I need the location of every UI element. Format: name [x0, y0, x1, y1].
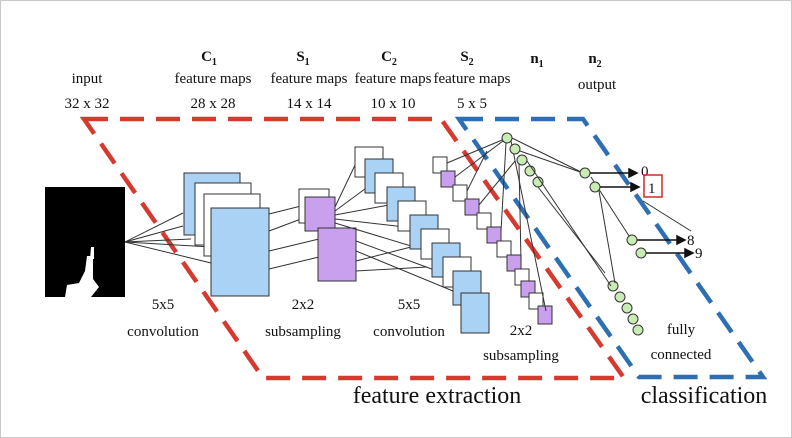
- c1-title: C1: [201, 49, 217, 68]
- s1-maps: [298, 188, 357, 282]
- output-digit-0: 0: [641, 164, 649, 180]
- sub1-kernel: 2x2: [292, 297, 315, 313]
- fc-line1: fully: [667, 322, 696, 338]
- s1-size: 14 x 14: [287, 96, 333, 112]
- n1-to-n2-lines: [511, 137, 692, 287]
- sub2-kernel: 2x2: [510, 323, 533, 339]
- n1-title: n1: [530, 51, 543, 70]
- c2-title: C2: [381, 49, 397, 68]
- feature-extraction-region: [79, 116, 629, 381]
- conv2-name: convolution: [373, 324, 445, 340]
- input-size: 32 x 32: [65, 96, 110, 112]
- predicted-output-highlight: [643, 174, 663, 198]
- s2-title: S2: [460, 49, 473, 68]
- conv1-name: convolution: [127, 324, 199, 340]
- classification-title: classification: [641, 383, 768, 409]
- c2-maps: [354, 146, 490, 334]
- input-label: input: [72, 71, 104, 87]
- fc-line2: connected: [651, 347, 712, 363]
- input-to-c1-lines: [124, 212, 212, 264]
- output-arrows: [590, 167, 695, 259]
- output-digit-9: 9: [695, 246, 703, 262]
- input-image: [45, 187, 125, 297]
- c2-name: feature maps: [354, 71, 431, 87]
- output-digit-1: 1: [648, 181, 656, 197]
- n2-name: output: [578, 77, 617, 93]
- conv2-kernel: 5x5: [398, 297, 421, 313]
- s1-title: S1: [296, 49, 309, 68]
- sub1-name: subsampling: [265, 324, 341, 340]
- n2-nodes: [579, 167, 647, 259]
- s2-size: 5 x 5: [457, 96, 487, 112]
- s1-name: feature maps: [270, 71, 347, 87]
- s2-to-n1-lines: [446, 137, 547, 312]
- feature-extraction-title: feature extraction: [353, 383, 522, 409]
- c1-maps: [183, 172, 270, 297]
- sub2-name: subsampling: [483, 348, 559, 364]
- c2-size: 10 x 10: [371, 96, 416, 112]
- s2-maps: [432, 156, 553, 325]
- classification-region: [454, 116, 768, 380]
- s2-name: feature maps: [433, 71, 510, 87]
- c1-size: 28 x 28: [191, 96, 236, 112]
- output-digit-8: 8: [687, 233, 695, 249]
- c1-name: feature maps: [174, 71, 251, 87]
- n2-title: n2: [588, 51, 601, 70]
- c1-to-s1-lines: [268, 205, 320, 270]
- conv1-kernel: 5x5: [152, 297, 175, 313]
